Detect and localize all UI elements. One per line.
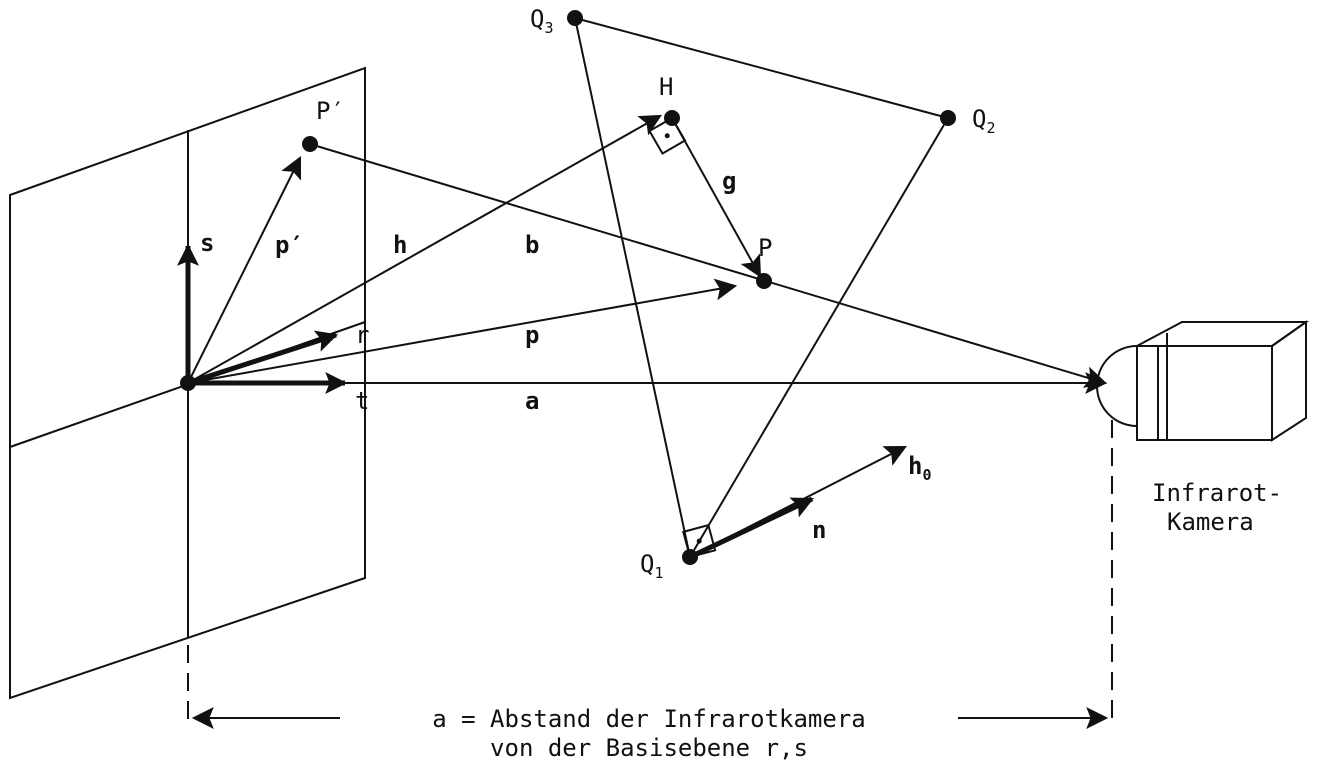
right-angle-markers	[648, 116, 717, 559]
right-angle-at-h	[648, 116, 687, 155]
label-vector-p: p	[525, 321, 539, 349]
camera-side-face	[1271, 320, 1307, 442]
point-p	[756, 273, 772, 289]
point-h	[664, 110, 680, 126]
point-q1	[682, 549, 698, 565]
label-vector-p-prime: p′	[275, 231, 304, 259]
label-vector-g: g	[722, 167, 736, 195]
point-q2	[940, 110, 956, 126]
unit-vector-r	[187, 330, 339, 386]
vectors	[177, 114, 1108, 560]
origin-point	[180, 375, 196, 391]
label-q3: Q3	[530, 5, 553, 37]
label-h-point: H	[659, 73, 673, 101]
labels: Q3 Q2 Q1 H P P′ s r t p′ h b g p a n h0 …	[200, 5, 1282, 762]
camera-label-line-1: Infrarot-	[1152, 479, 1282, 507]
camera-lens	[1096, 345, 1138, 427]
label-vector-t: t	[355, 387, 369, 415]
triangle-q1-q2-q3	[574, 17, 949, 558]
vector-h	[187, 114, 662, 384]
camera-top-face	[1136, 321, 1310, 347]
vector-b	[309, 143, 1108, 388]
label-vector-a: a	[525, 387, 539, 415]
label-vector-s: s	[200, 229, 214, 257]
vector-p-prime	[187, 156, 302, 384]
vector-g	[671, 117, 762, 278]
base-plane-outline	[9, 66, 366, 700]
label-vector-b: b	[525, 231, 539, 259]
distance-label-line-1: a = Abstand der Infrarotkamera	[432, 705, 865, 733]
edge-q3-q2	[574, 17, 949, 119]
right-angle-at-q1	[682, 523, 717, 559]
edge-q3-q1	[574, 17, 691, 558]
vector-p	[187, 278, 738, 384]
infrared-camera	[1096, 320, 1310, 442]
point-q3	[567, 10, 583, 26]
label-vector-r: r	[355, 321, 369, 349]
label-p-point: P	[758, 234, 772, 262]
label-vector-h0: h0	[908, 452, 931, 484]
label-vector-h: h	[393, 231, 407, 259]
edge-q2-q1	[689, 117, 949, 558]
distance-dimension	[187, 420, 1113, 729]
distance-label-line-2: von der Basisebene r,s	[490, 734, 808, 762]
points	[180, 10, 956, 565]
label-vector-n: n	[812, 516, 826, 544]
label-q1: Q1	[640, 550, 663, 582]
label-q2: Q2	[972, 105, 995, 137]
camera-label-line-2: Kamera	[1167, 508, 1254, 536]
vector-n	[688, 496, 814, 560]
label-p-prime-point: P′	[316, 97, 345, 125]
point-p-prime	[302, 136, 318, 152]
